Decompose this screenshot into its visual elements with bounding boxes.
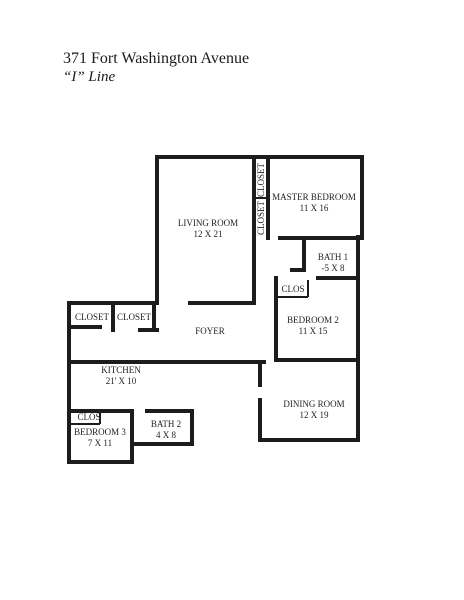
interior-walls — [67, 158, 364, 446]
outer-walls — [67, 155, 364, 464]
closet-label-master-upper: CLOSET — [256, 163, 266, 198]
closet-label-center: CLOSET — [117, 312, 152, 322]
bedroom-2-size: 11 X 15 — [299, 326, 328, 336]
bedroom-3-label: BEDROOM 3 — [74, 427, 126, 437]
plan-header: 371 Fort Washington Avenue “I” Line — [63, 50, 249, 86]
bath-2-size: 4 X 8 — [156, 430, 176, 440]
building-address: 371 Fort Washington Avenue — [63, 50, 250, 67]
foyer-label: FOYER — [195, 326, 225, 336]
dining-room-size: 12 X 19 — [300, 410, 329, 420]
dining-room-label: DINING ROOM — [283, 399, 344, 409]
clos-label-bedroom-2: CLOS — [281, 284, 304, 294]
closet-label-master-lower: CLOSET — [256, 201, 266, 236]
kitchen-label: KITCHEN — [101, 365, 141, 375]
bath-2-label: BATH 2 — [151, 419, 181, 429]
unit-line-name: “I” Line — [63, 69, 116, 85]
master-bedroom-label: MASTER BEDROOM — [272, 192, 356, 202]
clos-label-bedroom-3: CLOS — [77, 412, 100, 422]
bath-1-label: BATH 1 — [318, 252, 348, 262]
living-room-size: 12 X 21 — [194, 229, 223, 239]
bedroom-2-label: BEDROOM 2 — [287, 315, 339, 325]
living-room-label: LIVING ROOM — [178, 218, 238, 228]
bedroom-3-size: 7 X 11 — [88, 438, 112, 448]
closet-label-left: CLOSET — [75, 312, 110, 322]
master-bedroom-size: 11 X 16 — [300, 203, 329, 213]
bath-1-size: -5 X 8 — [322, 263, 345, 273]
kitchen-size: 21' X 10 — [106, 376, 137, 386]
